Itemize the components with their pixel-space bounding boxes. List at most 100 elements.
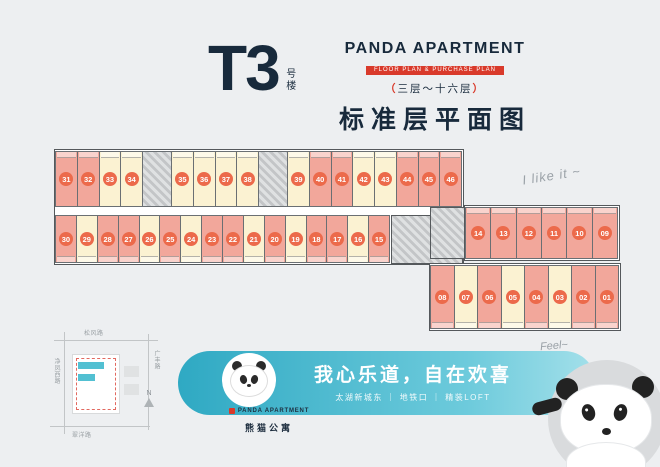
unit-number-badge: 05 [505, 290, 520, 304]
selling-points: 太湖新城东 ｜ 地铁口 ｜ 精装LOFT [335, 393, 491, 402]
road-label-right: 广丰路 [153, 350, 159, 370]
unit-number-badge: 03 [552, 290, 567, 304]
stair-core [258, 151, 288, 207]
unit-15: 15 [368, 215, 390, 263]
unit-number-badge: 24 [184, 232, 199, 246]
handwritten-note: I like it ~ [521, 163, 582, 188]
building-title: T3 号楼 [208, 36, 297, 100]
unit-11: 11 [540, 207, 568, 259]
unit-27: 27 [117, 215, 140, 263]
unit-number-badge: 07 [458, 290, 473, 304]
unit-number-badge: 09 [597, 226, 612, 240]
unit-12: 12 [515, 207, 542, 259]
logo-brand-en: PANDA APARTMENT [237, 407, 310, 414]
unit-22: 22 [222, 215, 244, 263]
unit-32: 32 [76, 151, 100, 207]
compass-n-label: N [146, 390, 152, 397]
unit-number-badge: 43 [378, 172, 393, 186]
unit-03: 03 [547, 265, 572, 329]
unit-number-badge: 46 [443, 172, 458, 186]
unit-number-badge: 42 [356, 172, 371, 186]
unit-row-08-01: 08 07 06 05 04 03 02 01 [430, 265, 619, 329]
unit-number-badge: 17 [330, 232, 345, 246]
site-plot [72, 354, 120, 414]
panda-nose-icon [602, 428, 611, 435]
unit-26: 26 [138, 215, 161, 263]
unit-38: 38 [236, 151, 259, 207]
context-block [124, 366, 139, 377]
unit-number-badge: 14 [471, 226, 486, 240]
stair-core [430, 207, 465, 259]
plot-boundary [76, 358, 116, 410]
stair-core [142, 151, 172, 207]
unit-number-badge: 01 [599, 290, 614, 304]
unit-number-badge: 32 [81, 172, 96, 186]
unit-number-badge: 21 [246, 232, 261, 246]
unit-46: 46 [439, 151, 462, 207]
unit-number-badge: 08 [435, 290, 450, 304]
unit-number-badge: 41 [334, 172, 349, 186]
panda-body-icon [566, 442, 646, 467]
unit-number-badge: 23 [205, 232, 220, 246]
panda-ear-icon [256, 361, 266, 371]
unit-number-badge: 02 [576, 290, 591, 304]
unit-42: 42 [352, 151, 375, 207]
unit-06: 06 [477, 265, 502, 329]
unit-23: 23 [201, 215, 223, 263]
unit-number-badge: 44 [400, 172, 415, 186]
panda-logo-circle [222, 353, 276, 407]
building-suffix: 号楼 [283, 68, 295, 92]
unit-number-badge: 35 [175, 172, 190, 186]
unit-number-badge: 26 [142, 232, 157, 246]
unit-09: 09 [591, 207, 618, 259]
unit-25: 25 [159, 215, 182, 263]
logo-brand-cn: 熊猫公寓 [244, 423, 293, 433]
unit-number-badge: 06 [482, 290, 497, 304]
context-block [124, 384, 139, 395]
unit-number-badge: 04 [529, 290, 544, 304]
building-footprint [78, 374, 95, 381]
unit-number-badge: 37 [218, 172, 233, 186]
paren-close: ） [472, 83, 485, 95]
unit-13: 13 [490, 207, 517, 259]
unit-number-badge: 38 [240, 172, 255, 186]
unit-number-badge: 45 [421, 172, 436, 186]
unit-number-badge: 31 [59, 172, 74, 186]
compass-arrow-icon [144, 398, 154, 407]
unit-05: 05 [500, 265, 525, 329]
unit-36: 36 [192, 151, 216, 207]
unit-number-badge: 16 [351, 232, 366, 246]
unit-17: 17 [326, 215, 349, 263]
brand-mark-icon [228, 407, 235, 414]
unit-number-badge: 30 [58, 232, 73, 246]
unit-21: 21 [242, 215, 265, 263]
unit-39: 39 [287, 151, 310, 207]
unit-29: 29 [75, 215, 98, 263]
floor-range-text: 三层～十六层 [397, 83, 473, 95]
location-map: 松风路 净凤西路 广丰路 翠洋路 [46, 324, 168, 442]
road-line [148, 334, 149, 430]
unit-10: 10 [566, 207, 593, 259]
building-footprint [78, 362, 104, 369]
unit-35: 35 [171, 151, 194, 207]
unit-04: 04 [524, 265, 549, 329]
road-line [50, 426, 150, 427]
unit-number-badge: 39 [291, 172, 306, 186]
unit-16: 16 [347, 215, 370, 263]
unit-number-badge: 29 [79, 232, 94, 246]
panda-ear-icon [232, 361, 242, 371]
paren-open: （ [385, 83, 398, 95]
floor-range: （三层～十六层） [325, 81, 545, 96]
unit-33: 33 [98, 151, 122, 207]
panda-face-icon [230, 365, 268, 397]
unit-45: 45 [417, 151, 441, 207]
unit-24: 24 [180, 215, 203, 263]
unit-28: 28 [96, 215, 119, 263]
road-label-left: 净凤西路 [53, 358, 59, 384]
unit-20: 20 [263, 215, 286, 263]
slogan-text: 我心乐道，自在欢喜 [313, 365, 512, 386]
road-line [64, 332, 65, 434]
unit-number-badge: 18 [309, 232, 324, 246]
